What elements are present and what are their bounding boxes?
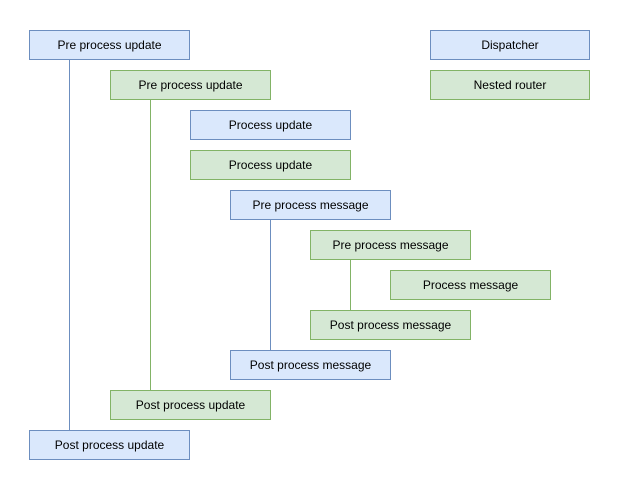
- node-process-update-dispatcher[interactable]: Process update: [190, 110, 351, 140]
- node-label: Post process update: [54, 437, 165, 452]
- legend-item-legend-nested-router: Nested router: [430, 70, 590, 100]
- node-post-process-update-router[interactable]: Post process update: [110, 390, 271, 420]
- node-process-message-router[interactable]: Process message: [390, 270, 551, 300]
- node-post-process-message-dispatcher[interactable]: Post process message: [230, 350, 391, 380]
- node-pre-process-update-dispatcher[interactable]: Pre process update: [29, 30, 190, 60]
- connector-edge-dispatcher-message-scope: [270, 220, 271, 350]
- connector-edge-router-message-scope: [350, 260, 351, 310]
- legend-label: Nested router: [473, 77, 547, 92]
- node-label: Post process update: [135, 397, 246, 412]
- node-pre-process-message-dispatcher[interactable]: Pre process message: [230, 190, 391, 220]
- node-label: Post process message: [249, 357, 372, 372]
- node-label: Pre process update: [57, 37, 162, 52]
- node-label: Process update: [228, 157, 313, 172]
- node-process-update-router[interactable]: Process update: [190, 150, 351, 180]
- node-label: Pre process message: [332, 237, 449, 252]
- node-label: Process update: [228, 117, 313, 132]
- legend-label: Dispatcher: [481, 37, 539, 52]
- node-pre-process-message-router[interactable]: Pre process message: [310, 230, 471, 260]
- node-pre-process-update-router[interactable]: Pre process update: [110, 70, 271, 100]
- node-label: Process message: [422, 277, 519, 292]
- legend-item-legend-dispatcher: Dispatcher: [430, 30, 590, 60]
- connector-edge-dispatcher-update-scope: [69, 60, 70, 430]
- node-post-process-update-dispatcher[interactable]: Post process update: [29, 430, 190, 460]
- node-label: Pre process update: [138, 77, 243, 92]
- node-label: Pre process message: [252, 197, 369, 212]
- node-post-process-message-router[interactable]: Post process message: [310, 310, 471, 340]
- node-label: Post process message: [329, 317, 452, 332]
- connector-edge-router-update-scope: [150, 100, 151, 390]
